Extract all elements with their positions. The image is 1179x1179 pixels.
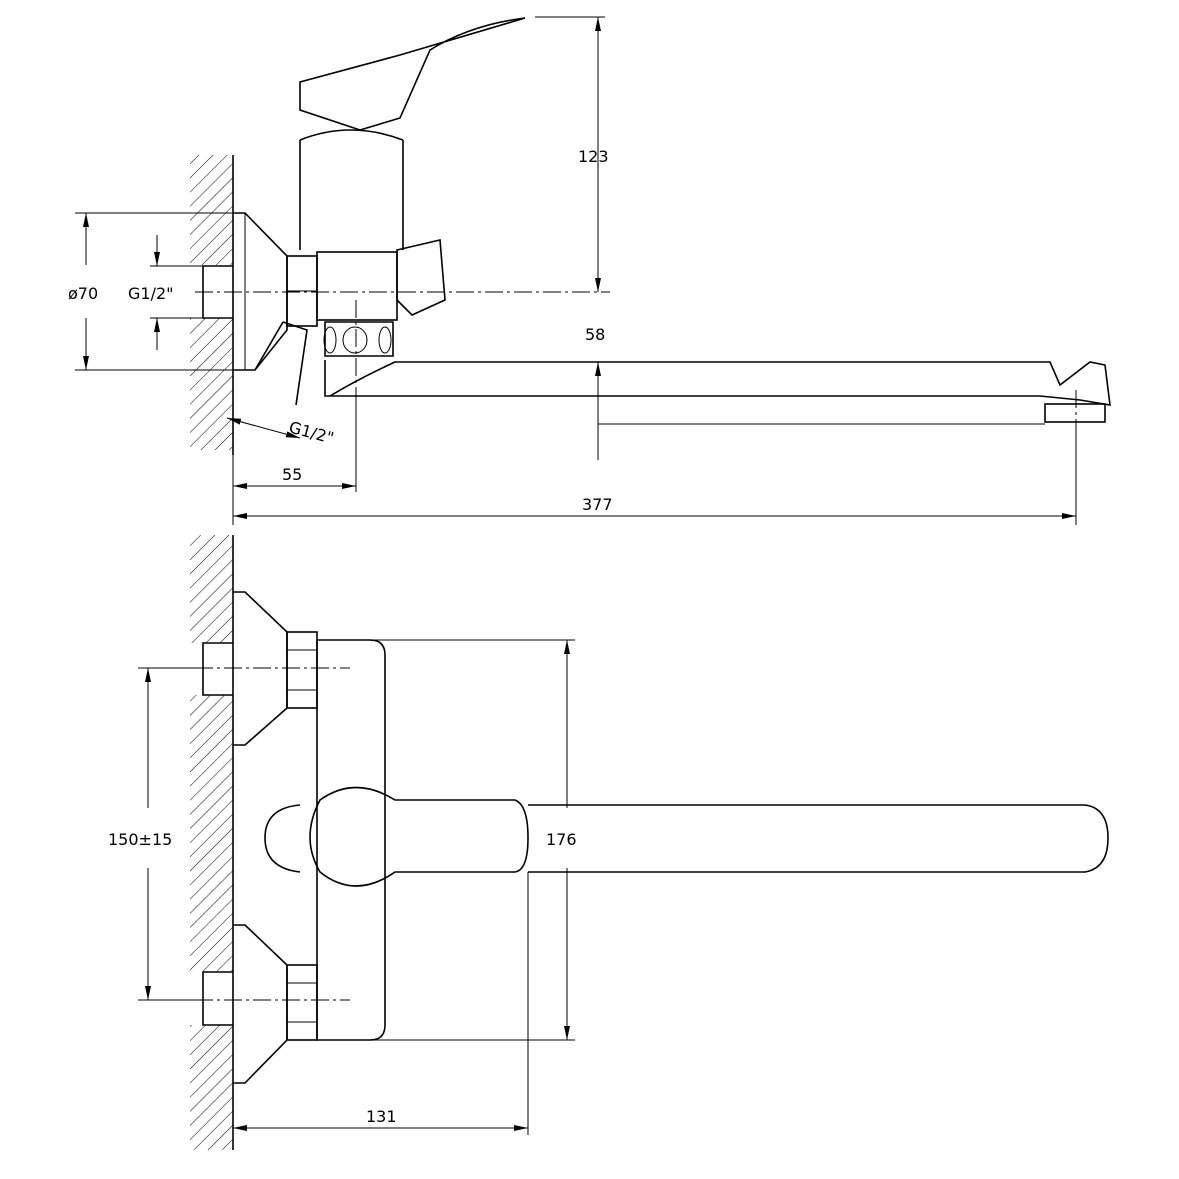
dim-total-length: 377 <box>582 495 613 514</box>
top-view: 150±15 176 131 <box>108 535 1109 1150</box>
center-lines <box>195 291 1077 430</box>
dimension-lines <box>75 16 1077 525</box>
dim-thread-outlet: G1/2" <box>287 418 336 448</box>
mixer-body-top <box>316 639 386 1041</box>
dim-height-handle: 123 <box>578 147 609 166</box>
wall-hatch <box>190 155 234 455</box>
dim-flange-diameter: ø70 <box>68 284 98 303</box>
mixer-body <box>299 129 446 357</box>
dim-body-height: 176 <box>546 830 577 849</box>
spout <box>324 360 1111 423</box>
hose-outlet <box>254 321 308 406</box>
dimension-lines-top <box>138 639 575 1135</box>
dim-inlet-spacing: 150±15 <box>108 830 172 849</box>
dim-spout-height: 58 <box>585 325 605 344</box>
dim-thread-inlet: G1/2" <box>128 284 174 303</box>
handle <box>299 17 526 131</box>
side-view: 123 58 ø70 G1/2" G1/2" 55 377 <box>68 16 1111 525</box>
dim-wall-to-axis: 55 <box>282 465 302 484</box>
hex-nut <box>286 255 318 327</box>
dim-wall-to-handle: 131 <box>366 1107 397 1126</box>
wall-hatch-bottom <box>190 535 234 1150</box>
handle-and-spout-top <box>264 786 1109 887</box>
